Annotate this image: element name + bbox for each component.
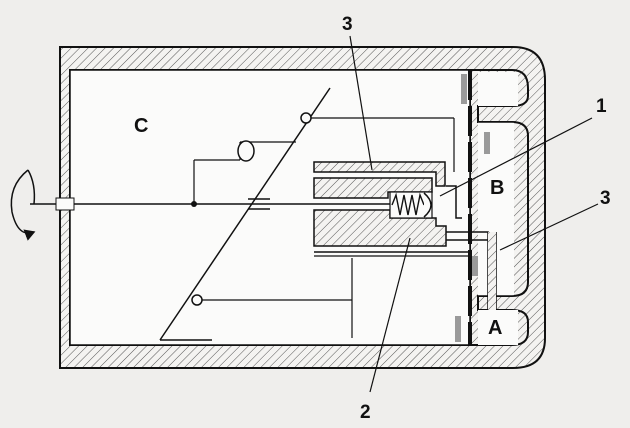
channel-fill: [488, 232, 496, 310]
pivot-circle-icon: [300, 112, 312, 124]
piston-body: [313, 177, 433, 199]
coil-icon: [237, 140, 255, 162]
leader-3-top: [349, 35, 373, 171]
leader-2: [369, 237, 411, 393]
shaft-seal: [55, 197, 75, 211]
label-chamber-c: C: [134, 115, 148, 137]
leader-1: [439, 117, 593, 197]
chamber-top: [478, 72, 518, 106]
callout-3-right: 3: [600, 188, 611, 209]
spring-icon: [389, 191, 433, 219]
grey-block-2: [484, 132, 490, 154]
chamber-a: [478, 310, 518, 345]
callout-3-top: 3: [342, 14, 353, 35]
callout-1: 1: [596, 96, 607, 117]
leader-3-right: [499, 203, 599, 251]
inclined-link: [159, 87, 331, 341]
grey-block-1: [461, 74, 467, 104]
piston-upper: [313, 161, 446, 187]
pivot-circle-icon: [191, 294, 203, 306]
chamber-b-outline: [478, 121, 529, 297]
label-chamber-a: A: [488, 317, 502, 339]
rotation-arrow-icon: [10, 169, 36, 241]
callout-2: 2: [360, 402, 371, 423]
label-chamber-b: B: [490, 177, 504, 199]
valve-channel: [446, 185, 462, 219]
grey-block-3: [472, 256, 478, 276]
grey-block-4: [455, 316, 461, 342]
